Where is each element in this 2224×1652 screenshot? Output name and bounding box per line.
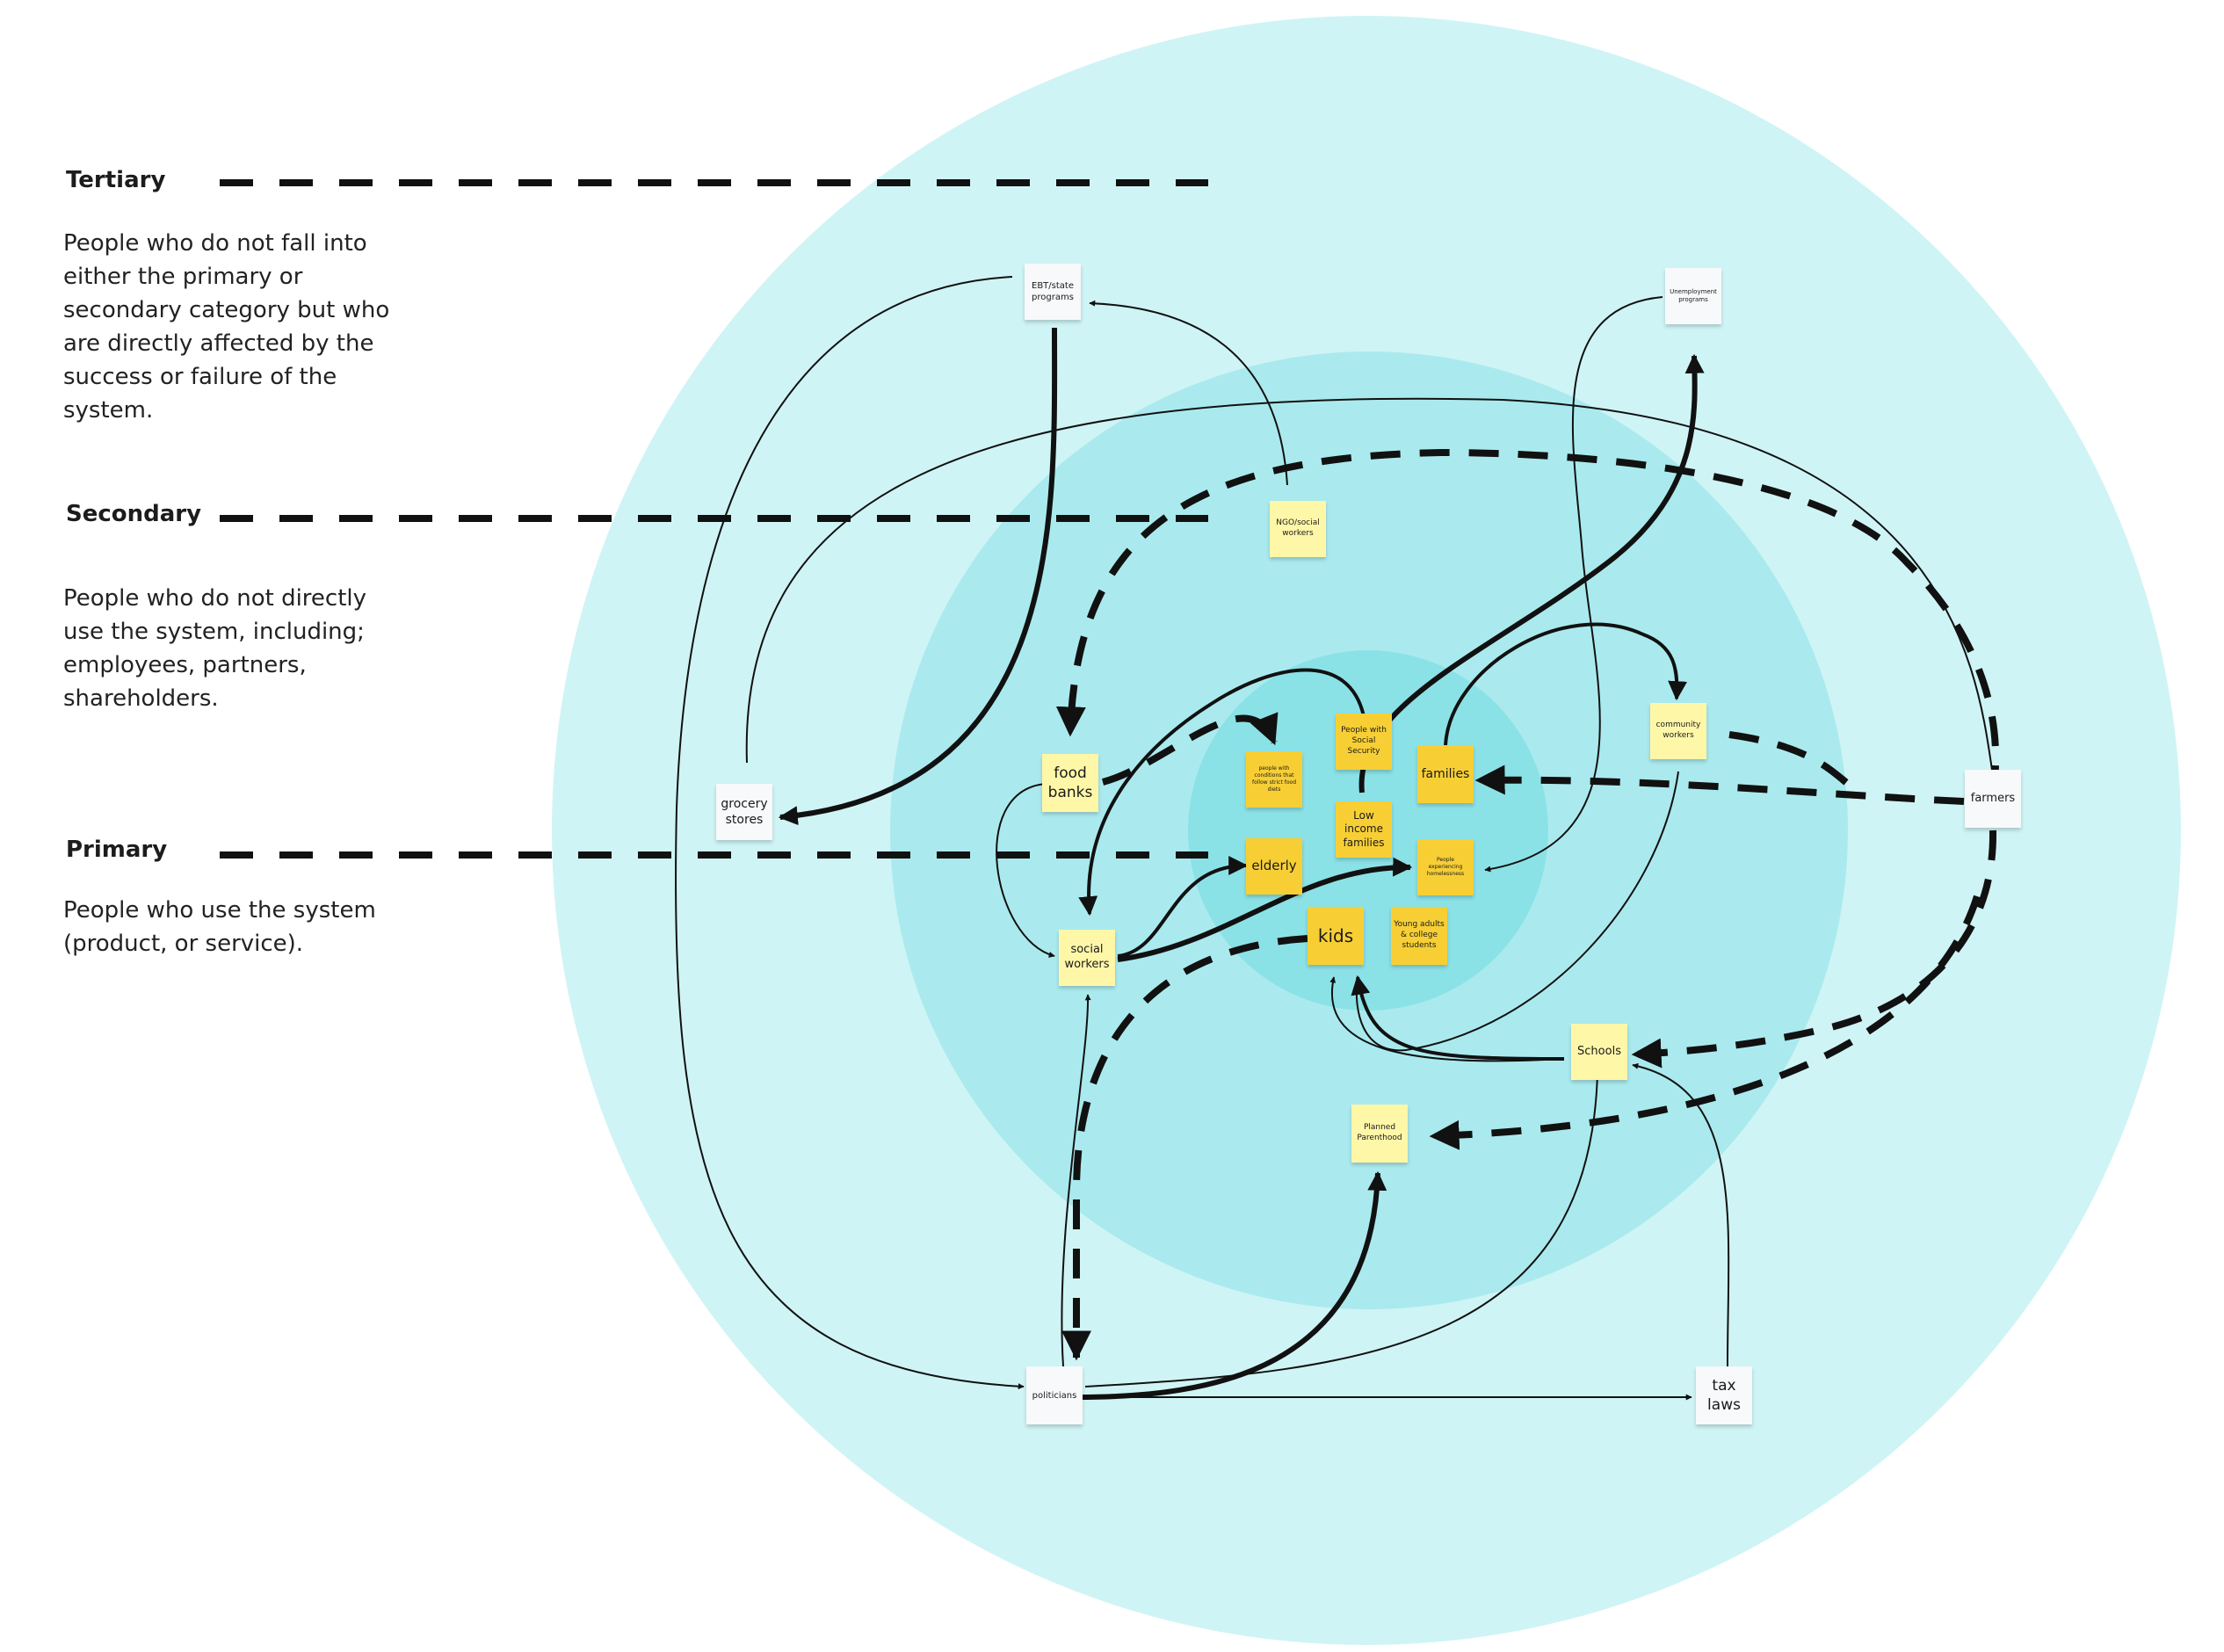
sticky-kids[interactable]: kids — [1308, 907, 1364, 965]
sticky-ebt-state-programs[interactable]: EBT/state programs — [1025, 264, 1081, 320]
tertiary-title: Tertiary — [66, 167, 166, 193]
tertiary-description: People who do not fall into either the p… — [63, 230, 390, 424]
connector-unemployment-homelessness — [1484, 296, 1663, 873]
sticky-farmers[interactable]: farmers — [1965, 770, 2021, 828]
sticky-schools[interactable]: Schools — [1571, 1024, 1627, 1080]
connector-ngo-ebt — [1089, 300, 1288, 486]
connector-ebt-politicians — [674, 276, 1025, 1390]
medium-connectors — [1078, 622, 1688, 1061]
thick-connectors — [778, 327, 1705, 1400]
primary-title: Primary — [66, 837, 168, 863]
connector-politicians-schools — [1084, 1071, 1601, 1388]
connector-foodbanks-diets — [1101, 712, 1279, 786]
connector-politicians-plannedparenthood — [1076, 1170, 1387, 1400]
connector-farmers-plannedparenthood — [1429, 895, 1981, 1150]
sticky-social-workers[interactable]: social workers — [1059, 930, 1115, 986]
sticky-elderly[interactable]: elderly — [1246, 838, 1302, 895]
connector-kids-politicians — [1061, 935, 1308, 1361]
ring-dividers — [220, 179, 1208, 859]
primary-description: People who use the system (product, or s… — [63, 897, 376, 957]
secondary-description: People who do not directly use the syste… — [63, 585, 367, 712]
sticky-ngo-social-workers[interactable]: NGO/social workers — [1270, 501, 1326, 557]
dashed-connectors — [1055, 448, 2000, 1361]
connector-ebt-grocery — [778, 327, 1058, 826]
sticky-politicians[interactable]: politicians — [1026, 1366, 1083, 1424]
sticky-community-workers[interactable]: community workers — [1650, 703, 1706, 759]
connector-politicians-socialworkers — [1061, 994, 1091, 1367]
sticky-grocery-stores[interactable]: grocery stores — [716, 784, 772, 840]
sticky-social-security[interactable]: People with Social Security — [1336, 714, 1392, 770]
connector-communityworkers-kids — [1355, 771, 1679, 1052]
connector-socialsecurity-socialworkers — [1078, 668, 1366, 917]
sticky-tax-laws[interactable]: tax laws — [1696, 1366, 1752, 1424]
connector-families-communityworkers — [1444, 622, 1688, 746]
sticky-families[interactable]: families — [1417, 745, 1474, 803]
sticky-low-income-families[interactable]: Low income families — [1336, 801, 1392, 858]
sticky-food-banks[interactable]: food banks — [1042, 754, 1098, 812]
connector-farmers-foodbanks — [1055, 448, 2000, 796]
connector-socialworkers-homelessness — [1117, 857, 1413, 962]
connector-schools-kids-thin — [1329, 976, 1565, 1062]
connector-taxlaws-schools — [1632, 1062, 1730, 1376]
connector-farmers-families — [1474, 764, 1965, 805]
connector-foodbanks-socialworkers — [996, 783, 1055, 958]
sticky-people-experiencing-homelessness[interactable]: People experiencing homelessness — [1417, 839, 1474, 895]
sticky-young-adults[interactable]: Young adults & college students — [1391, 907, 1447, 965]
connector-communityworkers-farmers — [1728, 731, 1857, 792]
sticky-strict-food-diets[interactable]: people with conditions that follow stric… — [1246, 751, 1302, 808]
connector-farmers-schools — [1631, 830, 1997, 1069]
sticky-unemployment-programs[interactable]: Unemployment programs — [1665, 268, 1721, 324]
connector-schools-kids-thick — [1351, 975, 1565, 1061]
secondary-title: Secondary — [66, 501, 202, 527]
sticky-planned-parenthood[interactable]: Planned Parenthood — [1351, 1105, 1408, 1163]
connector-socialworkers-elderly — [1117, 856, 1249, 958]
thin-connectors — [674, 276, 1994, 1401]
